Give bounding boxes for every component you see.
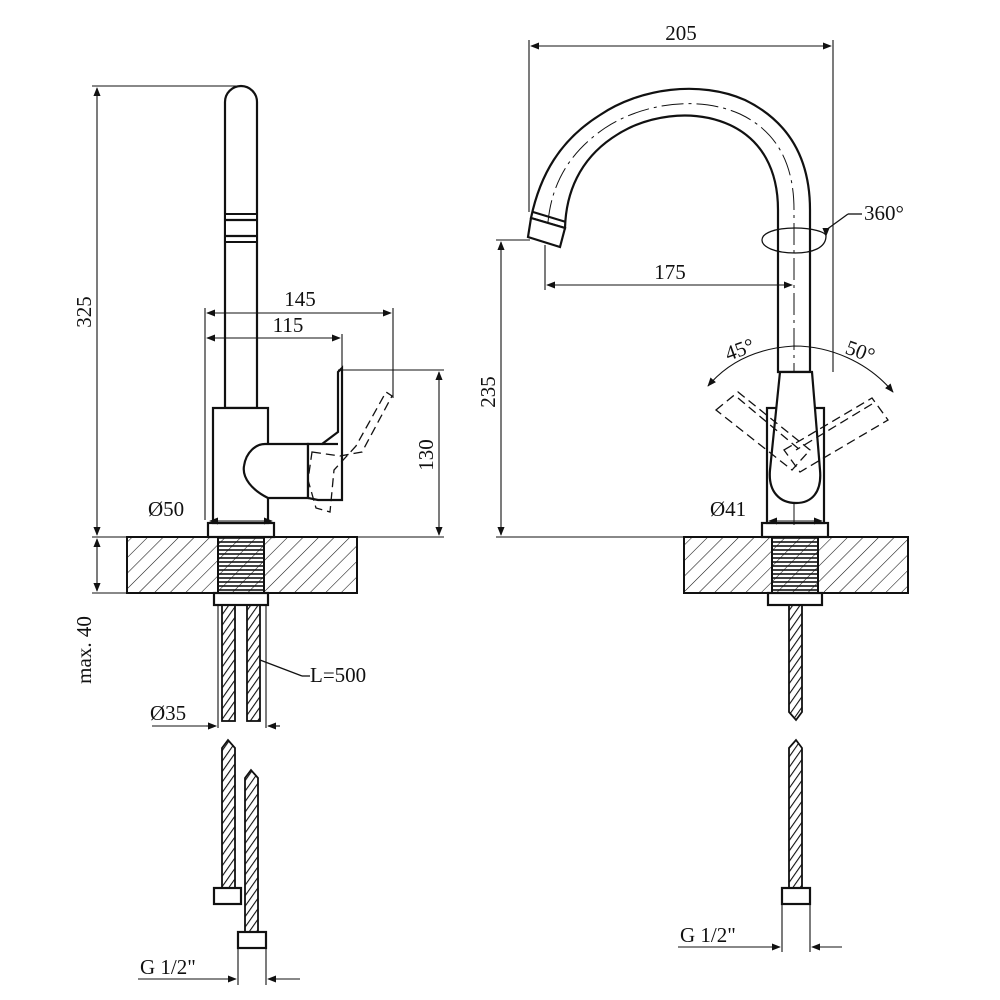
- mounting-nut-left: [212, 591, 270, 607]
- dimension-235-label: 235: [476, 376, 500, 408]
- side-view: 325 145 115 130 Ø50: [72, 84, 444, 985]
- base-flange-left: [206, 521, 276, 539]
- lever-alt-position-side: [307, 391, 393, 513]
- gooseneck-spout: [529, 87, 812, 374]
- rotation-indicator: 360°: [761, 201, 904, 254]
- aerator-ring-side: [224, 213, 258, 243]
- dimension-o50-label: Ø50: [148, 497, 184, 521]
- aerator-front: [526, 216, 567, 249]
- dimension-g12-right-label: G 1/2": [680, 923, 736, 947]
- hose-lower-right: [788, 738, 803, 889]
- hose-upper-left-b: [246, 604, 261, 722]
- lever-alt-right: [783, 397, 889, 473]
- connector-lower-left-a: [212, 886, 243, 906]
- connector-lower-right: [780, 886, 812, 906]
- lever-handle-side: [306, 365, 344, 502]
- dimension-175-label: 175: [654, 260, 686, 284]
- dimension-115: 115: [206, 313, 343, 368]
- hose-lower-left-a: [221, 738, 236, 889]
- spout-tube-side: [223, 84, 259, 410]
- dimension-130: 130: [272, 369, 444, 538]
- hose-lower-left-b: [244, 768, 259, 933]
- dimension-235: 235: [476, 239, 764, 538]
- dimension-o35: Ø35: [150, 701, 280, 730]
- base-flange-right: [760, 521, 830, 539]
- mounting-nut-right: [766, 591, 824, 607]
- dimension-g12-left-label: G 1/2": [140, 955, 196, 979]
- dimension-325-label: 325: [72, 296, 96, 328]
- dimension-175: 175: [544, 245, 793, 290]
- dimension-130-label: 130: [414, 439, 438, 471]
- dimension-115-label: 115: [273, 313, 304, 337]
- dimension-L500: L=500: [259, 659, 366, 687]
- dimension-o41: Ø41: [710, 497, 823, 525]
- dimension-max40-label: max. 40: [72, 616, 96, 684]
- front-view: 360° 45° 50° 205 175 235: [476, 21, 909, 952]
- dimension-205: 205: [528, 21, 834, 372]
- hose-upper-right: [788, 604, 803, 722]
- dimension-325: 325: [72, 85, 240, 538]
- spout-centerline: [547, 103, 795, 530]
- dimension-g12-left: G 1/2": [138, 955, 300, 983]
- dimension-L500-label: L=500: [310, 663, 366, 687]
- dimension-145-label: 145: [284, 287, 316, 311]
- dimension-max40: max. 40: [72, 538, 127, 684]
- dimension-o41-label: Ø41: [710, 497, 746, 521]
- dimension-205-label: 205: [665, 21, 697, 45]
- dimension-o50: Ø50: [148, 497, 273, 525]
- dimension-o35-label: Ø35: [150, 701, 186, 725]
- dimension-145: 145: [204, 287, 394, 520]
- threaded-shank-right: [771, 536, 819, 594]
- lever-alt-left: [714, 391, 811, 471]
- dimension-g12-right: G 1/2": [678, 923, 842, 951]
- angle-50-label: 50°: [842, 335, 878, 368]
- threaded-shank-left: [217, 536, 265, 594]
- connector-lower-left-b: [236, 930, 268, 950]
- hose-upper-left-a: [221, 604, 236, 722]
- angle-45-label: 45°: [722, 333, 758, 366]
- lever-hub-side: [242, 442, 310, 500]
- rotation-360-label: 360°: [864, 201, 904, 225]
